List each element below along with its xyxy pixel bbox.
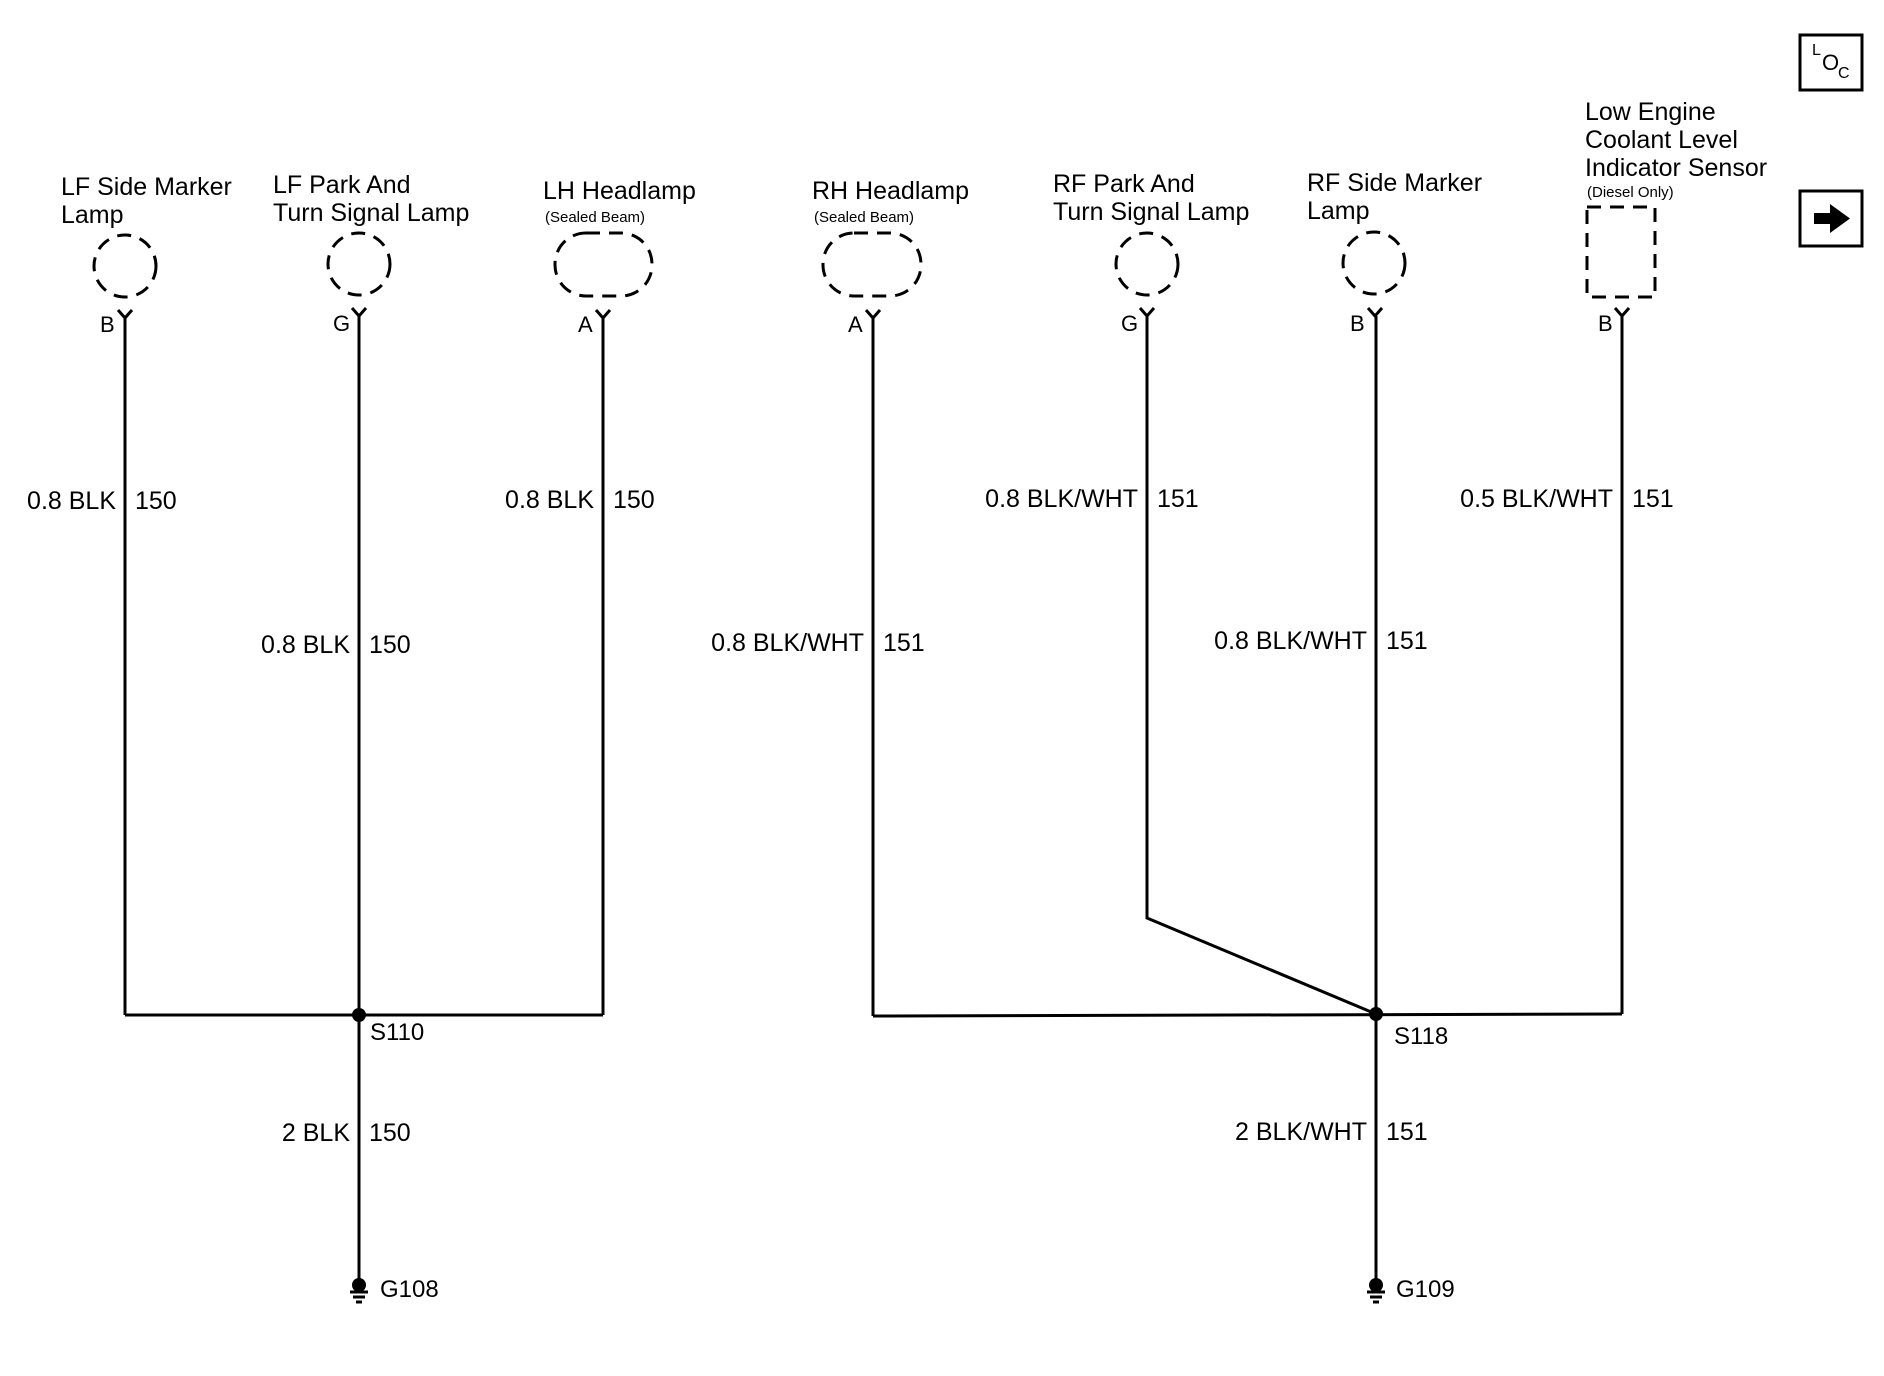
component-coolant-sensor: Low Engine Coolant Level Indicator Senso… xyxy=(1585,98,1767,336)
pin-label: B xyxy=(100,312,115,337)
component-sublabel: (Sealed Beam) xyxy=(814,209,914,226)
wire-circuit-label: 151 xyxy=(883,629,925,657)
component-label: Coolant Level xyxy=(1585,126,1738,154)
wire-label-w1: 0.8 BLK 150 xyxy=(27,487,177,515)
component-label: LF Side Marker xyxy=(61,173,232,201)
component-label: RF Side Marker xyxy=(1307,169,1482,197)
locator-icon-letter: C xyxy=(1838,65,1850,82)
sensor-symbol xyxy=(1585,205,1657,299)
component-sublabel: (Sealed Beam) xyxy=(545,209,645,226)
component-rf-park-turn: RF Park And Turn Signal Lamp G xyxy=(1053,170,1249,336)
wire-network-left xyxy=(123,316,605,1292)
pin-label: A xyxy=(578,312,593,337)
wire-label-w3: 0.8 BLK 150 xyxy=(505,486,655,514)
wire-label-w9: 2 BLK/WHT 151 xyxy=(1235,1118,1428,1146)
wire-label-w4: 0.8 BLK/WHT 151 xyxy=(711,629,925,657)
ground-label: G109 xyxy=(1396,1276,1455,1303)
component-label: Low Engine xyxy=(1585,98,1716,126)
component-label: Indicator Sensor xyxy=(1585,154,1767,182)
wire-circuit-label: 150 xyxy=(369,1119,411,1147)
locator-icon[interactable] xyxy=(1798,33,1864,92)
component-lf-side-marker: LF Side Marker Lamp B xyxy=(61,173,232,337)
locator-icon-letter: O xyxy=(1822,50,1839,75)
wire-label-w8: 2 BLK 150 xyxy=(282,1119,411,1147)
wire-color-label: 0.8 BLK/WHT xyxy=(985,485,1138,513)
lamp-symbol xyxy=(1114,231,1180,297)
component-label: LF Park And xyxy=(273,171,411,199)
component-label: Turn Signal Lamp xyxy=(273,199,469,227)
wire-color-label: 0.8 BLK/WHT xyxy=(711,629,864,657)
ground-icon xyxy=(1367,1278,1385,1304)
component-label: RH Headlamp xyxy=(812,177,969,205)
wire-color-label: 0.5 BLK/WHT xyxy=(1460,485,1613,513)
ground-label: G108 xyxy=(380,1276,439,1303)
wire-circuit-label: 151 xyxy=(1632,485,1674,513)
wire-color-label: 0.8 BLK xyxy=(27,487,116,515)
connector-symbol xyxy=(350,307,368,319)
wire-color-label: 0.8 BLK xyxy=(261,631,350,659)
component-rf-side-marker: RF Side Marker Lamp B xyxy=(1307,169,1482,336)
component-lf-park-turn: LF Park And Turn Signal Lamp G xyxy=(273,171,469,336)
component-rh-headlamp: RH Headlamp (Sealed Beam) A xyxy=(812,177,969,337)
component-label: Lamp xyxy=(61,201,124,229)
component-lh-headlamp: LH Headlamp (Sealed Beam) A xyxy=(543,177,696,337)
component-label: LH Headlamp xyxy=(543,177,696,205)
headlamp-symbol xyxy=(553,231,654,298)
wire-circuit-label: 150 xyxy=(613,486,655,514)
connector-symbol xyxy=(1366,307,1384,319)
lamp-symbol xyxy=(92,233,158,299)
wire xyxy=(872,1012,1623,1018)
lamp-symbol xyxy=(1341,230,1407,296)
connector-symbol xyxy=(1613,307,1631,319)
ground-icon xyxy=(350,1278,368,1304)
connector-symbol xyxy=(116,309,134,321)
wire xyxy=(1145,316,1377,1016)
pin-label: A xyxy=(848,312,863,337)
wire-circuit-label: 150 xyxy=(135,487,177,515)
wire-color-label: 0.8 BLK xyxy=(505,486,594,514)
pin-label: G xyxy=(1121,311,1138,336)
connector-symbol xyxy=(864,309,882,321)
wire-label-w2: 0.8 BLK 150 xyxy=(261,631,411,659)
wire-circuit-label: 151 xyxy=(1386,627,1428,655)
splice-label: S110 xyxy=(370,1019,424,1046)
splice-label: S118 xyxy=(1394,1023,1448,1050)
next-page-button[interactable] xyxy=(1798,189,1864,248)
connector-symbol xyxy=(594,309,612,321)
component-locator-button[interactable]: L O C xyxy=(1798,33,1864,92)
wire-color-label: 2 BLK xyxy=(282,1119,350,1147)
wire-label-w7: 0.5 BLK/WHT 151 xyxy=(1460,485,1674,513)
connector-symbol xyxy=(1138,307,1156,319)
component-label: Lamp xyxy=(1307,197,1370,225)
component-sublabel: (Diesel Only) xyxy=(1587,184,1674,201)
ground-g109: G109 xyxy=(1367,1276,1455,1304)
pin-label: B xyxy=(1350,311,1365,336)
wire-label-w5: 0.8 BLK/WHT 151 xyxy=(985,485,1199,513)
component-label: RF Park And xyxy=(1053,170,1195,198)
arrow-right-icon xyxy=(1814,204,1850,233)
wire-network-right xyxy=(871,316,1624,1292)
wire-circuit-label: 151 xyxy=(1386,1118,1428,1146)
wire-label-w6: 0.8 BLK/WHT 151 xyxy=(1214,627,1428,655)
ground-g108: G108 xyxy=(350,1276,439,1304)
pin-label: G xyxy=(333,311,350,336)
headlamp-symbol xyxy=(821,231,923,298)
wire-color-label: 0.8 BLK/WHT xyxy=(1214,627,1367,655)
wire-color-label: 2 BLK/WHT xyxy=(1235,1118,1367,1146)
wire-circuit-label: 151 xyxy=(1157,485,1199,513)
splice-node xyxy=(352,1008,366,1022)
component-label: Turn Signal Lamp xyxy=(1053,198,1249,226)
pin-label: B xyxy=(1598,311,1613,336)
locator-icon-letter: L xyxy=(1812,42,1821,59)
splice-node xyxy=(1369,1007,1383,1021)
lamp-symbol xyxy=(326,231,392,297)
wire-circuit-label: 150 xyxy=(369,631,411,659)
